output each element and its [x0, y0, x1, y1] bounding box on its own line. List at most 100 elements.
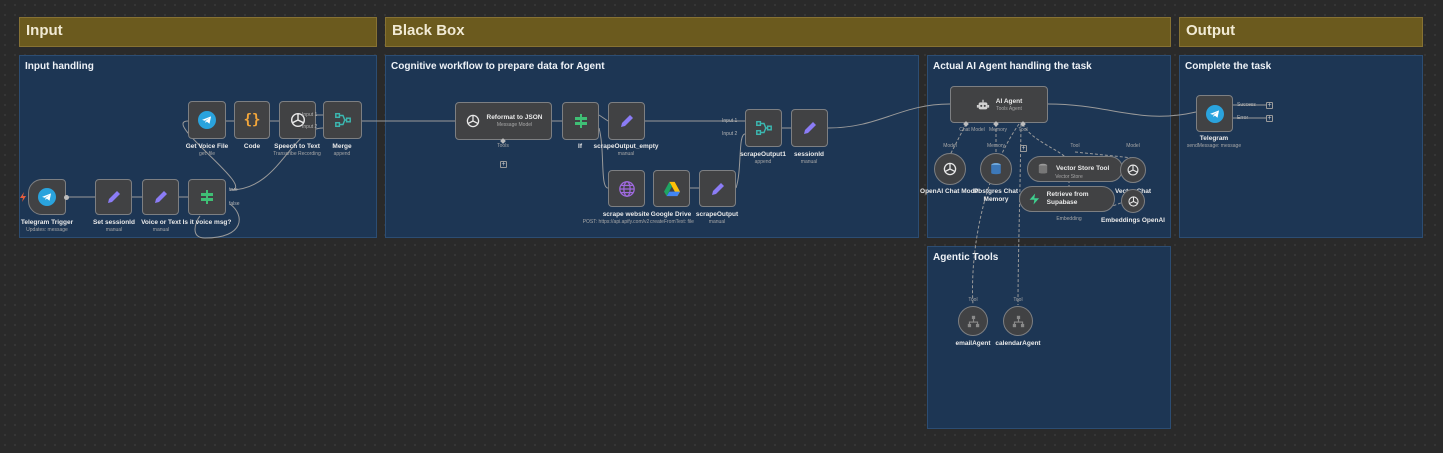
set-sessionid-node[interactable] [95, 179, 132, 215]
merge-node[interactable] [323, 101, 362, 139]
code-node[interactable]: {} [234, 101, 270, 139]
globe-icon [618, 180, 635, 197]
node-subtitle: manual [708, 219, 726, 225]
add-tool-button[interactable]: + [1020, 145, 1027, 152]
node-label: scrape website [602, 211, 650, 218]
code-braces-icon: {} [243, 112, 261, 128]
add-tool-button[interactable]: + [500, 161, 507, 168]
node-subtitle: get: file [198, 151, 216, 157]
input-2-label: Input 2 [302, 124, 318, 130]
port-label: Tool [1018, 127, 1028, 133]
node-subtitle: manual [152, 227, 170, 233]
node-label: Code [243, 143, 261, 150]
retrieve-from-supabase-node[interactable]: Retrieve from Supabase [1019, 186, 1115, 212]
note-cognitive-workflow[interactable]: Cognitive workflow to prepare data for A… [385, 55, 919, 238]
merge-icon [755, 120, 772, 136]
scrapeoutput1-merge-node[interactable] [745, 109, 782, 147]
pencil-icon [620, 115, 633, 127]
node-label: Telegram Trigger [20, 219, 74, 226]
scrape-website-node[interactable] [608, 170, 645, 207]
pencil-icon [803, 122, 816, 134]
output-port[interactable] [64, 195, 69, 200]
node-label: AI Agent [995, 97, 1023, 105]
pencil-icon [154, 191, 167, 203]
add-success-node-button[interactable]: + [1266, 102, 1273, 109]
port-label: Model [943, 143, 957, 149]
note-title: Input handling [25, 61, 94, 72]
header-input[interactable]: Input [19, 17, 377, 47]
node-label: Retrieve from Supabase [1046, 191, 1089, 206]
scrapeoutput-node[interactable] [699, 170, 736, 207]
speech-to-text-node[interactable] [279, 101, 316, 139]
node-label: scrapeOutput_empty [593, 143, 659, 150]
port-label: Tool [1070, 143, 1080, 149]
switch-icon [201, 190, 213, 204]
robot-icon [976, 99, 989, 109]
node-subtitle: Tools Agent [996, 105, 1022, 112]
node-subtitle: manual [617, 151, 635, 157]
scrapeoutput-empty-node[interactable] [608, 102, 645, 140]
switch-icon [574, 114, 587, 128]
port-label: Memory [986, 143, 1006, 149]
success-port-label: Success [1237, 102, 1256, 108]
port-label: Embedding [1056, 216, 1082, 222]
header-black-box-text: Black Box [392, 22, 465, 39]
add-error-node-button[interactable]: + [1266, 115, 1273, 122]
node-label: OpenAI Chat Model [920, 188, 980, 195]
merge-icon [334, 112, 351, 128]
openai-icon [466, 114, 479, 128]
postgres-chat-memory-node[interactable] [980, 153, 1012, 185]
node-subtitle: POST: https://api.apify.com/v2 [582, 219, 650, 225]
note-title: Actual AI Agent handling the task [933, 61, 1092, 72]
database-icon [1038, 163, 1048, 174]
get-voice-file-node[interactable] [188, 101, 226, 139]
email-agent-node[interactable] [958, 306, 988, 336]
vector-chat-node[interactable] [1120, 157, 1146, 183]
note-complete-task[interactable]: Complete the task [1179, 55, 1423, 238]
sessionid-node[interactable] [791, 109, 828, 147]
port-label: Tool [968, 297, 978, 303]
reformat-to-json-node[interactable]: Reformat to JSON Message Model [455, 102, 552, 140]
embeddings-openai-node[interactable] [1121, 189, 1145, 213]
ai-agent-node[interactable]: AI Agent Tools Agent [950, 86, 1048, 123]
is-voice-msg-node[interactable] [188, 179, 226, 215]
port-label: Tools [497, 143, 509, 149]
if-node[interactable] [562, 102, 599, 140]
node-subtitle: Updates: message [26, 227, 68, 233]
node-label: If [578, 143, 582, 150]
header-output[interactable]: Output [1179, 17, 1423, 47]
note-title: Complete the task [1185, 61, 1272, 72]
openai-chat-model-node[interactable] [934, 153, 966, 185]
node-subtitle: append [333, 151, 351, 157]
input-1-label: Input 1 [722, 118, 738, 124]
node-label: Voice or Text [141, 219, 181, 226]
node-label: Get Voice File [185, 143, 229, 150]
voice-or-text-node[interactable] [142, 179, 179, 215]
node-label: Embeddings OpenAI [1101, 217, 1165, 224]
node-label: scrapeOutput1 [740, 151, 786, 158]
supabase-icon [1029, 193, 1040, 205]
header-output-text: Output [1186, 22, 1236, 39]
workflow-icon [1012, 315, 1024, 327]
telegram-send-node[interactable] [1196, 95, 1233, 132]
google-drive-icon [663, 181, 680, 196]
node-label: sessionId [794, 151, 824, 158]
telegram-trigger-node[interactable] [28, 179, 66, 215]
node-label: calendarAgent [995, 340, 1041, 347]
pencil-icon [107, 191, 120, 203]
header-black-box[interactable]: Black Box [385, 17, 1171, 47]
port-label: Vector Store [1055, 174, 1083, 180]
note-agentic-tools[interactable]: Agentic Tools [927, 246, 1171, 429]
openai-icon [1127, 195, 1139, 207]
google-drive-node[interactable] [653, 170, 690, 207]
vector-store-tool-node[interactable]: Vector Store Tool [1027, 156, 1123, 182]
database-icon [991, 163, 1001, 175]
calendar-agent-node[interactable] [1003, 306, 1033, 336]
node-subtitle: manual [800, 159, 818, 165]
openai-icon [290, 112, 305, 128]
node-label: Vector Store Tool [1056, 165, 1110, 172]
node-label: Telegram [1199, 135, 1229, 142]
telegram-icon [198, 111, 216, 129]
node-label: Is it voice msg? [182, 219, 232, 226]
input-1-label: Input 1 [302, 112, 318, 118]
